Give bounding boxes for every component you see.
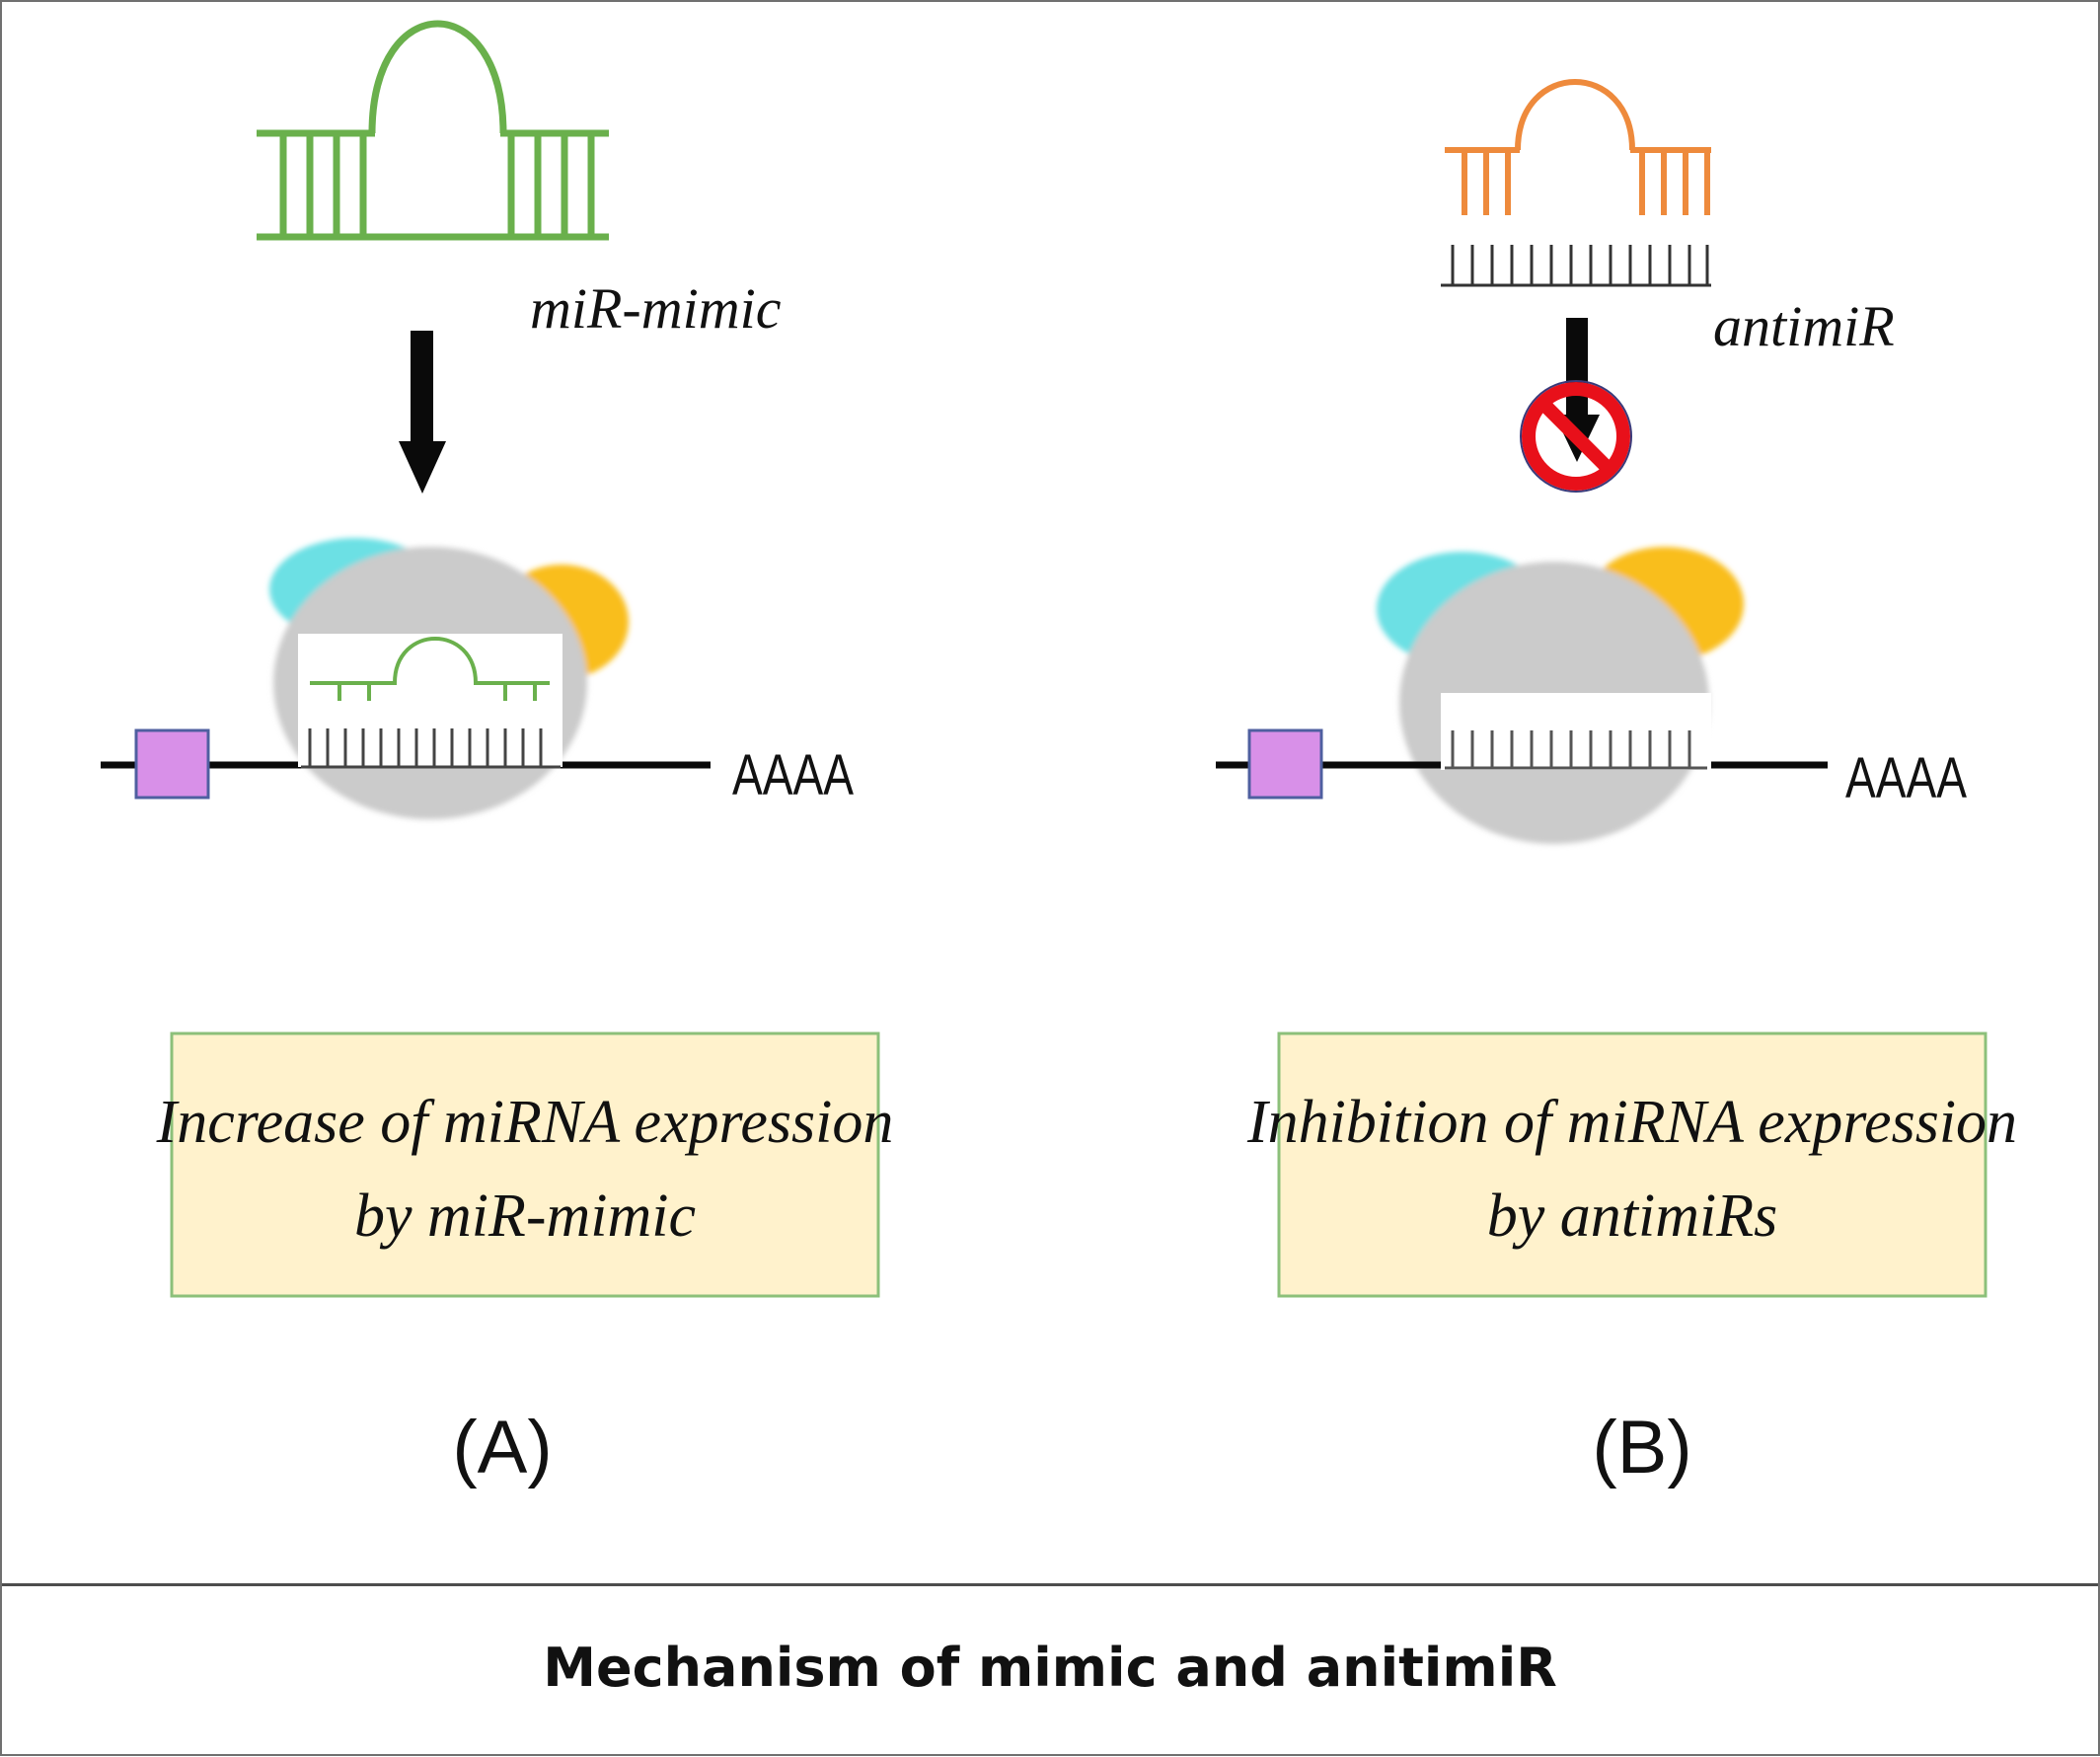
antimir-icon	[1441, 79, 1711, 287]
result-box-b-line1: Inhibition of miRNA expression	[1246, 1089, 2017, 1156]
result-box-b-line2: by antimiRs	[1487, 1183, 1777, 1250]
mir-mimic-icon	[257, 20, 609, 241]
mrna-cap	[1247, 728, 1323, 800]
antimir-label: antimiR	[1713, 294, 1895, 358]
result-box-a	[170, 1031, 880, 1298]
down-arrow-icon	[399, 331, 446, 494]
panel-b: antimiR AAAA	[1216, 79, 2017, 1490]
prohibit-icon	[1520, 380, 1632, 493]
panel-a-label: (A)	[452, 1406, 552, 1490]
poly-a-tail-label: AAAA	[732, 743, 854, 807]
bound-mirna-inset	[298, 634, 562, 769]
panel-b-label: (B)	[1592, 1406, 1691, 1490]
result-box-a-line2: by miR-mimic	[354, 1183, 696, 1250]
result-box-b	[1277, 1031, 1988, 1298]
result-box-a-line1: Increase of miRNA expression	[156, 1089, 894, 1156]
figure-caption: Mechanism of mimic and anitimiR	[543, 1637, 1557, 1699]
mrna-cap	[134, 728, 210, 800]
bound-antimir-inset	[1441, 693, 1711, 770]
panel-a: miR-mimic AAAA	[101, 20, 894, 1490]
diagram-canvas: miR-mimic AAAA	[101, 20, 2017, 1490]
mir-mimic-label: miR-mimic	[530, 276, 782, 341]
poly-a-tail-label: AAAA	[1845, 746, 1967, 810]
caption-bar: Mechanism of mimic and anitimiR	[2, 1583, 2098, 1757]
